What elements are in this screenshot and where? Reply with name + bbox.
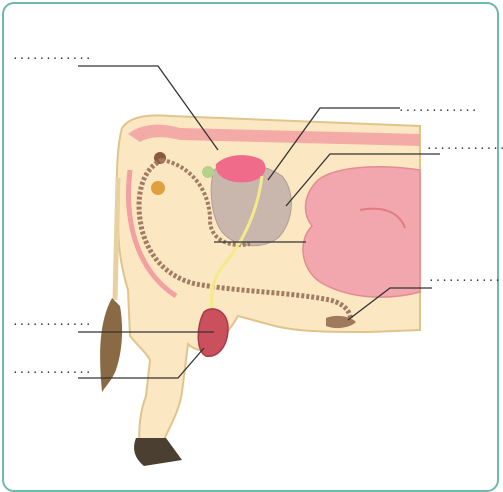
- tail: [115, 178, 118, 300]
- rumen: [303, 167, 420, 297]
- label-kidney: ............: [398, 102, 477, 114]
- cow-anatomy-diagram: [0, 0, 503, 478]
- label-teat: ............: [12, 316, 91, 328]
- label-bladder: ............: [428, 272, 503, 284]
- label-udder: ............: [12, 364, 91, 376]
- vulva: [151, 181, 165, 195]
- label-spinal-cord: ............: [12, 50, 91, 62]
- hoof: [134, 438, 182, 466]
- gland: [202, 166, 214, 178]
- label-rumen: ............: [426, 140, 503, 152]
